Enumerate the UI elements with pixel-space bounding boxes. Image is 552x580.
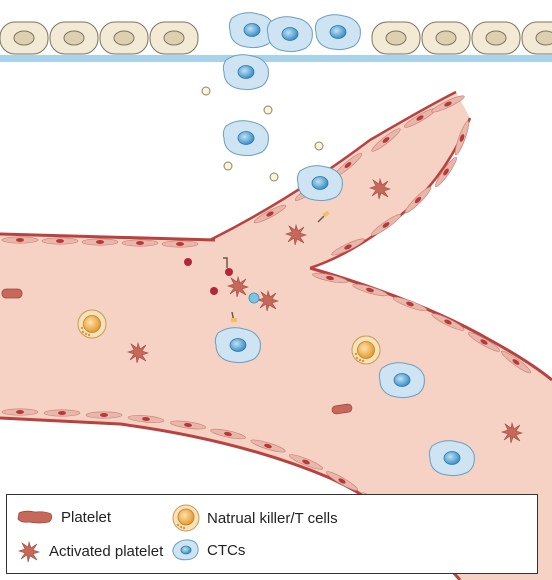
legend: Platelet Natrual killer/T cells Activate… [6,494,538,574]
legend-item-activated-platelet: Activated platelet [15,537,163,565]
legend-item-platelet: Platelet [15,507,111,527]
epithelium-layer [0,21,552,62]
legend-item-nk-t-cells: Natrual killer/T cells [171,503,338,533]
legend-label-nk-t-cells: Natrual killer/T cells [207,509,338,527]
legend-label-activated-platelet: Activated platelet [49,542,164,560]
red-particles [184,258,233,295]
escaping-ctc-cluster [222,12,361,91]
nk-t-cell-icon [172,504,200,532]
legend-label-platelet: Platelet [61,508,112,526]
migrating-ctc [222,120,269,157]
platelet-icon [17,510,53,524]
activated-platelet-icon [18,540,40,563]
circulating-platelets [1,288,353,415]
legend-item-ctcs: CTCs [171,537,245,563]
ctc-icon [172,539,199,561]
legend-label-ctcs: CTCs [207,541,246,559]
